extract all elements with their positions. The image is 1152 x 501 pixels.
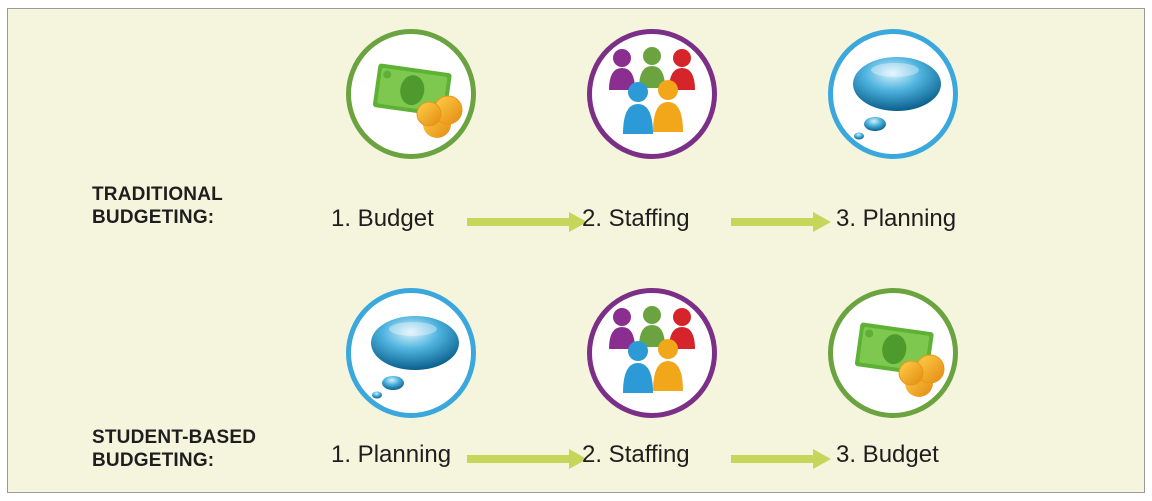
money-icon [346, 29, 476, 159]
people-icon [587, 288, 717, 418]
row-label-line2: BUDGETING: [92, 207, 215, 228]
step-label: 2. Staffing [582, 441, 690, 468]
thought-bubble-icon [828, 29, 958, 159]
row-label-student-based: STUDENT-BASED BUDGETING: [92, 426, 256, 472]
row-label-line1: STUDENT-BASED [92, 427, 257, 448]
step-label: 3. Planning [836, 205, 957, 232]
step-label: 1. Budget [331, 205, 434, 232]
row-label-line1: TRADITIONAL [92, 184, 223, 205]
thought-bubble-icon [346, 288, 476, 418]
step-label: 2. Staffing [582, 205, 690, 232]
step-label: 3. Budget [836, 441, 939, 468]
row-label-line2: BUDGETING: [92, 450, 215, 471]
diagram-panel: TRADITIONAL BUDGETING: 1. Budget 2. Staf… [7, 8, 1145, 493]
row-label-traditional: TRADITIONAL BUDGETING: [92, 183, 223, 229]
step-label: 1. Planning [331, 441, 452, 468]
arrow-icon [467, 212, 587, 232]
arrow-icon [731, 449, 831, 469]
money-icon [828, 288, 958, 418]
arrow-icon [731, 212, 831, 232]
arrow-icon [467, 449, 587, 469]
people-icon [587, 29, 717, 159]
